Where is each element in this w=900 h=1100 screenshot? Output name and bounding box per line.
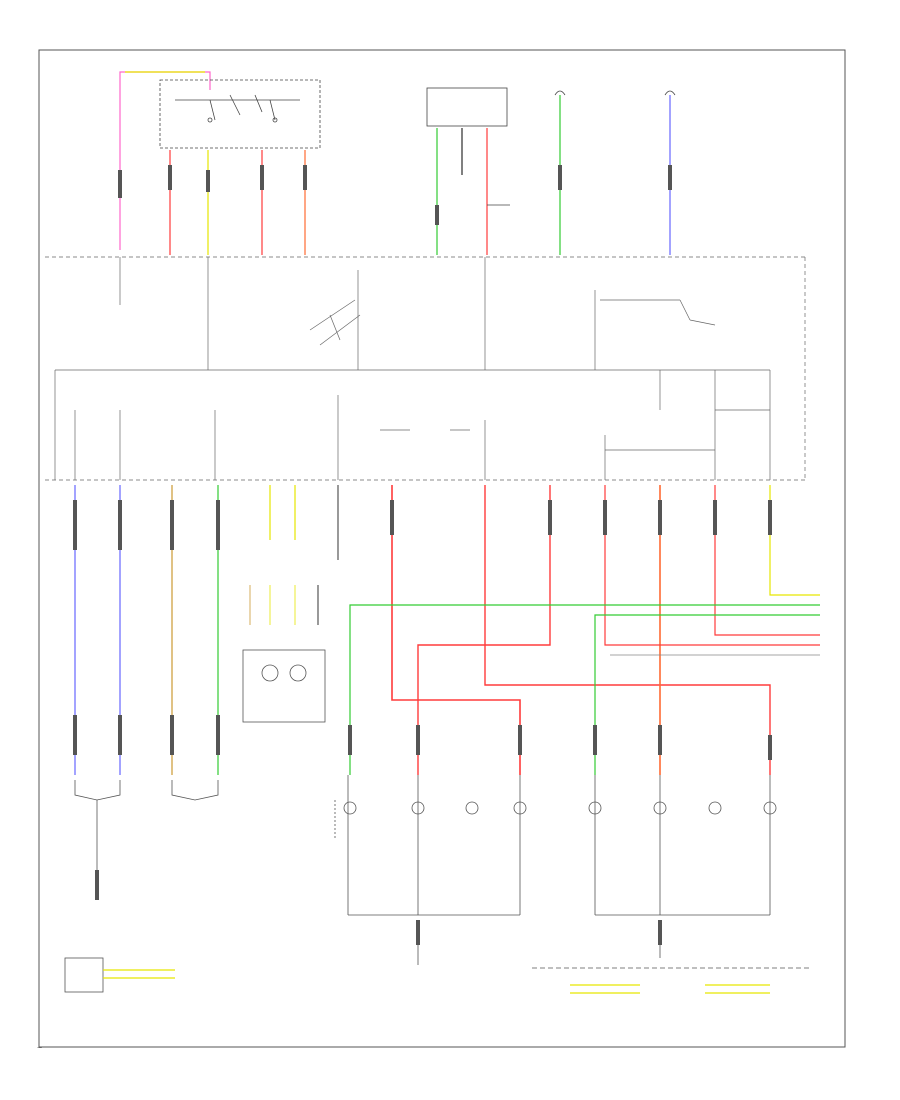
lamp-cluster-left (334, 775, 527, 916)
wire-red-main-branch (417, 485, 551, 775)
footer-code: — (37, 1045, 42, 1051)
bottom-left-module (64, 780, 219, 993)
wire-red-4 (714, 485, 820, 636)
wire-green-bus-2 (594, 614, 820, 775)
connector-marks (73, 165, 772, 945)
lamp-cluster-right (588, 775, 777, 916)
fuse-drops-right (554, 90, 676, 255)
wire-red-main-right (484, 485, 771, 775)
bottom-right-legend (417, 945, 810, 994)
junction-block (45, 256, 806, 481)
lower-wires (74, 485, 820, 775)
top-switch-group (119, 71, 321, 255)
diagram-border (38, 49, 846, 1048)
wire-yellow-4 (769, 485, 820, 596)
wire-red-main-left (391, 485, 521, 775)
wire-green-bus-1 (349, 604, 820, 775)
light-switch-box (159, 79, 321, 149)
control-module-top (426, 87, 510, 255)
wire-pink-top (119, 71, 211, 250)
wire-red-3 (604, 485, 820, 646)
indicator-lamps (242, 585, 326, 723)
